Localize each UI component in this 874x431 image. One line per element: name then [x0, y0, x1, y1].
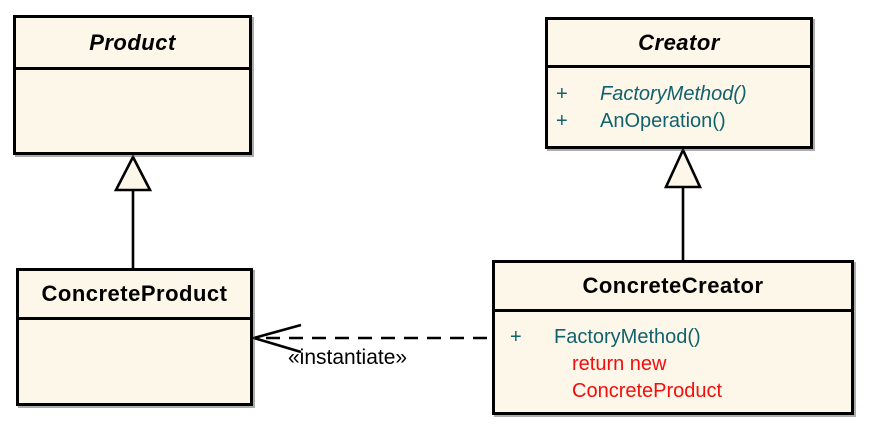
code-note-return-new: return new — [572, 353, 667, 375]
visibility-plus: + — [556, 110, 568, 132]
class-product-title: Product — [16, 18, 249, 70]
visibility-plus: + — [556, 83, 568, 105]
method-name: FactoryMethod() — [554, 326, 701, 348]
generalization-concreteproduct-to-product — [113, 154, 153, 268]
class-creator-body: + FactoryMethod() + AnOperation() — [548, 68, 810, 135]
class-concretecreator-title: ConcreteCreator — [495, 263, 851, 312]
method-factorymethod-abstract: + FactoryMethod() — [556, 81, 810, 108]
class-creator-title: Creator — [548, 20, 810, 68]
generalization-concretecreator-to-creator — [663, 146, 703, 260]
class-concreteproduct[interactable]: ConcreteProduct — [16, 268, 253, 406]
hollow-triangle-arrowhead — [113, 154, 153, 192]
visibility-plus: + — [510, 326, 522, 348]
class-concretecreator[interactable]: ConcreteCreator + FactoryMethod() return… — [492, 260, 854, 415]
method-factorymethod: + FactoryMethod() — [510, 324, 851, 351]
class-concretecreator-body: + FactoryMethod() return new ConcretePro… — [495, 312, 851, 405]
class-creator[interactable]: Creator + FactoryMethod() + AnOperation(… — [545, 17, 813, 149]
method-name: FactoryMethod() — [600, 83, 747, 105]
class-product[interactable]: Product — [13, 15, 252, 155]
code-note-concreteproduct: ConcreteProduct — [572, 380, 723, 402]
class-concreteproduct-title: ConcreteProduct — [19, 271, 250, 320]
instantiate-label: «instantiate» — [288, 346, 408, 369]
method-name: AnOperation() — [600, 110, 726, 132]
hollow-triangle-arrowhead — [663, 146, 703, 189]
method-anoperation: + AnOperation() — [556, 108, 810, 135]
